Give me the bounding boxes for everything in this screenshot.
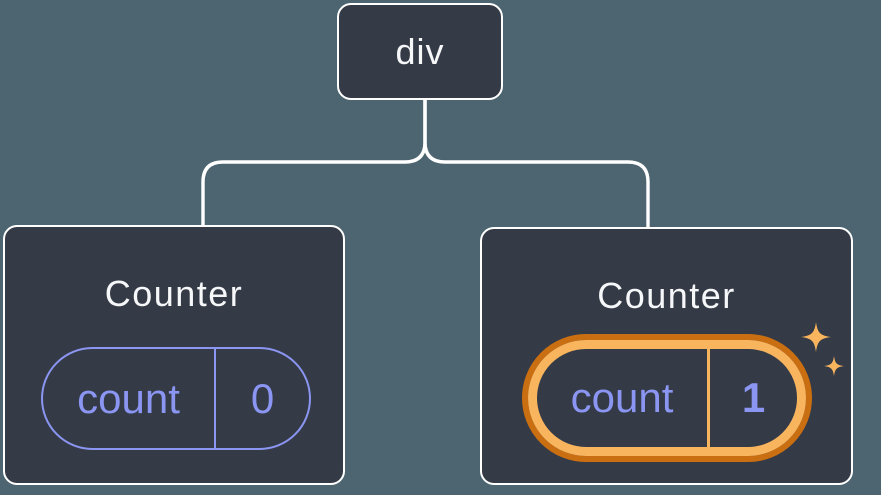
root-node-div: div [337, 3, 503, 100]
sparkles-icon [801, 322, 844, 376]
state-key-label: count [77, 374, 180, 422]
highlight-ring-outer: count 1 [522, 334, 812, 462]
connector-left-branch [201, 100, 427, 226]
root-node-label: div [395, 30, 445, 72]
state-pill: count 0 [41, 347, 311, 450]
counter-card-right: Counter count 1 [480, 227, 853, 485]
state-value: 1 [741, 374, 766, 421]
counter-title: Counter [104, 273, 244, 314]
state-key-cell: count [43, 349, 216, 448]
highlight-ring-inner: count 1 [528, 340, 806, 456]
state-key-label: count [570, 374, 674, 421]
state-key-cell: count [537, 349, 710, 447]
state-value-cell: 1 [710, 349, 797, 447]
state-value-cell: 0 [216, 349, 309, 448]
counter-card-left: Counter count 0 [3, 225, 345, 485]
sparkle-small [824, 356, 844, 376]
counter-title: Counter [597, 275, 736, 316]
connector-right-branch [423, 100, 650, 229]
state-value: 0 [250, 374, 275, 422]
sparkle-large [801, 322, 831, 352]
